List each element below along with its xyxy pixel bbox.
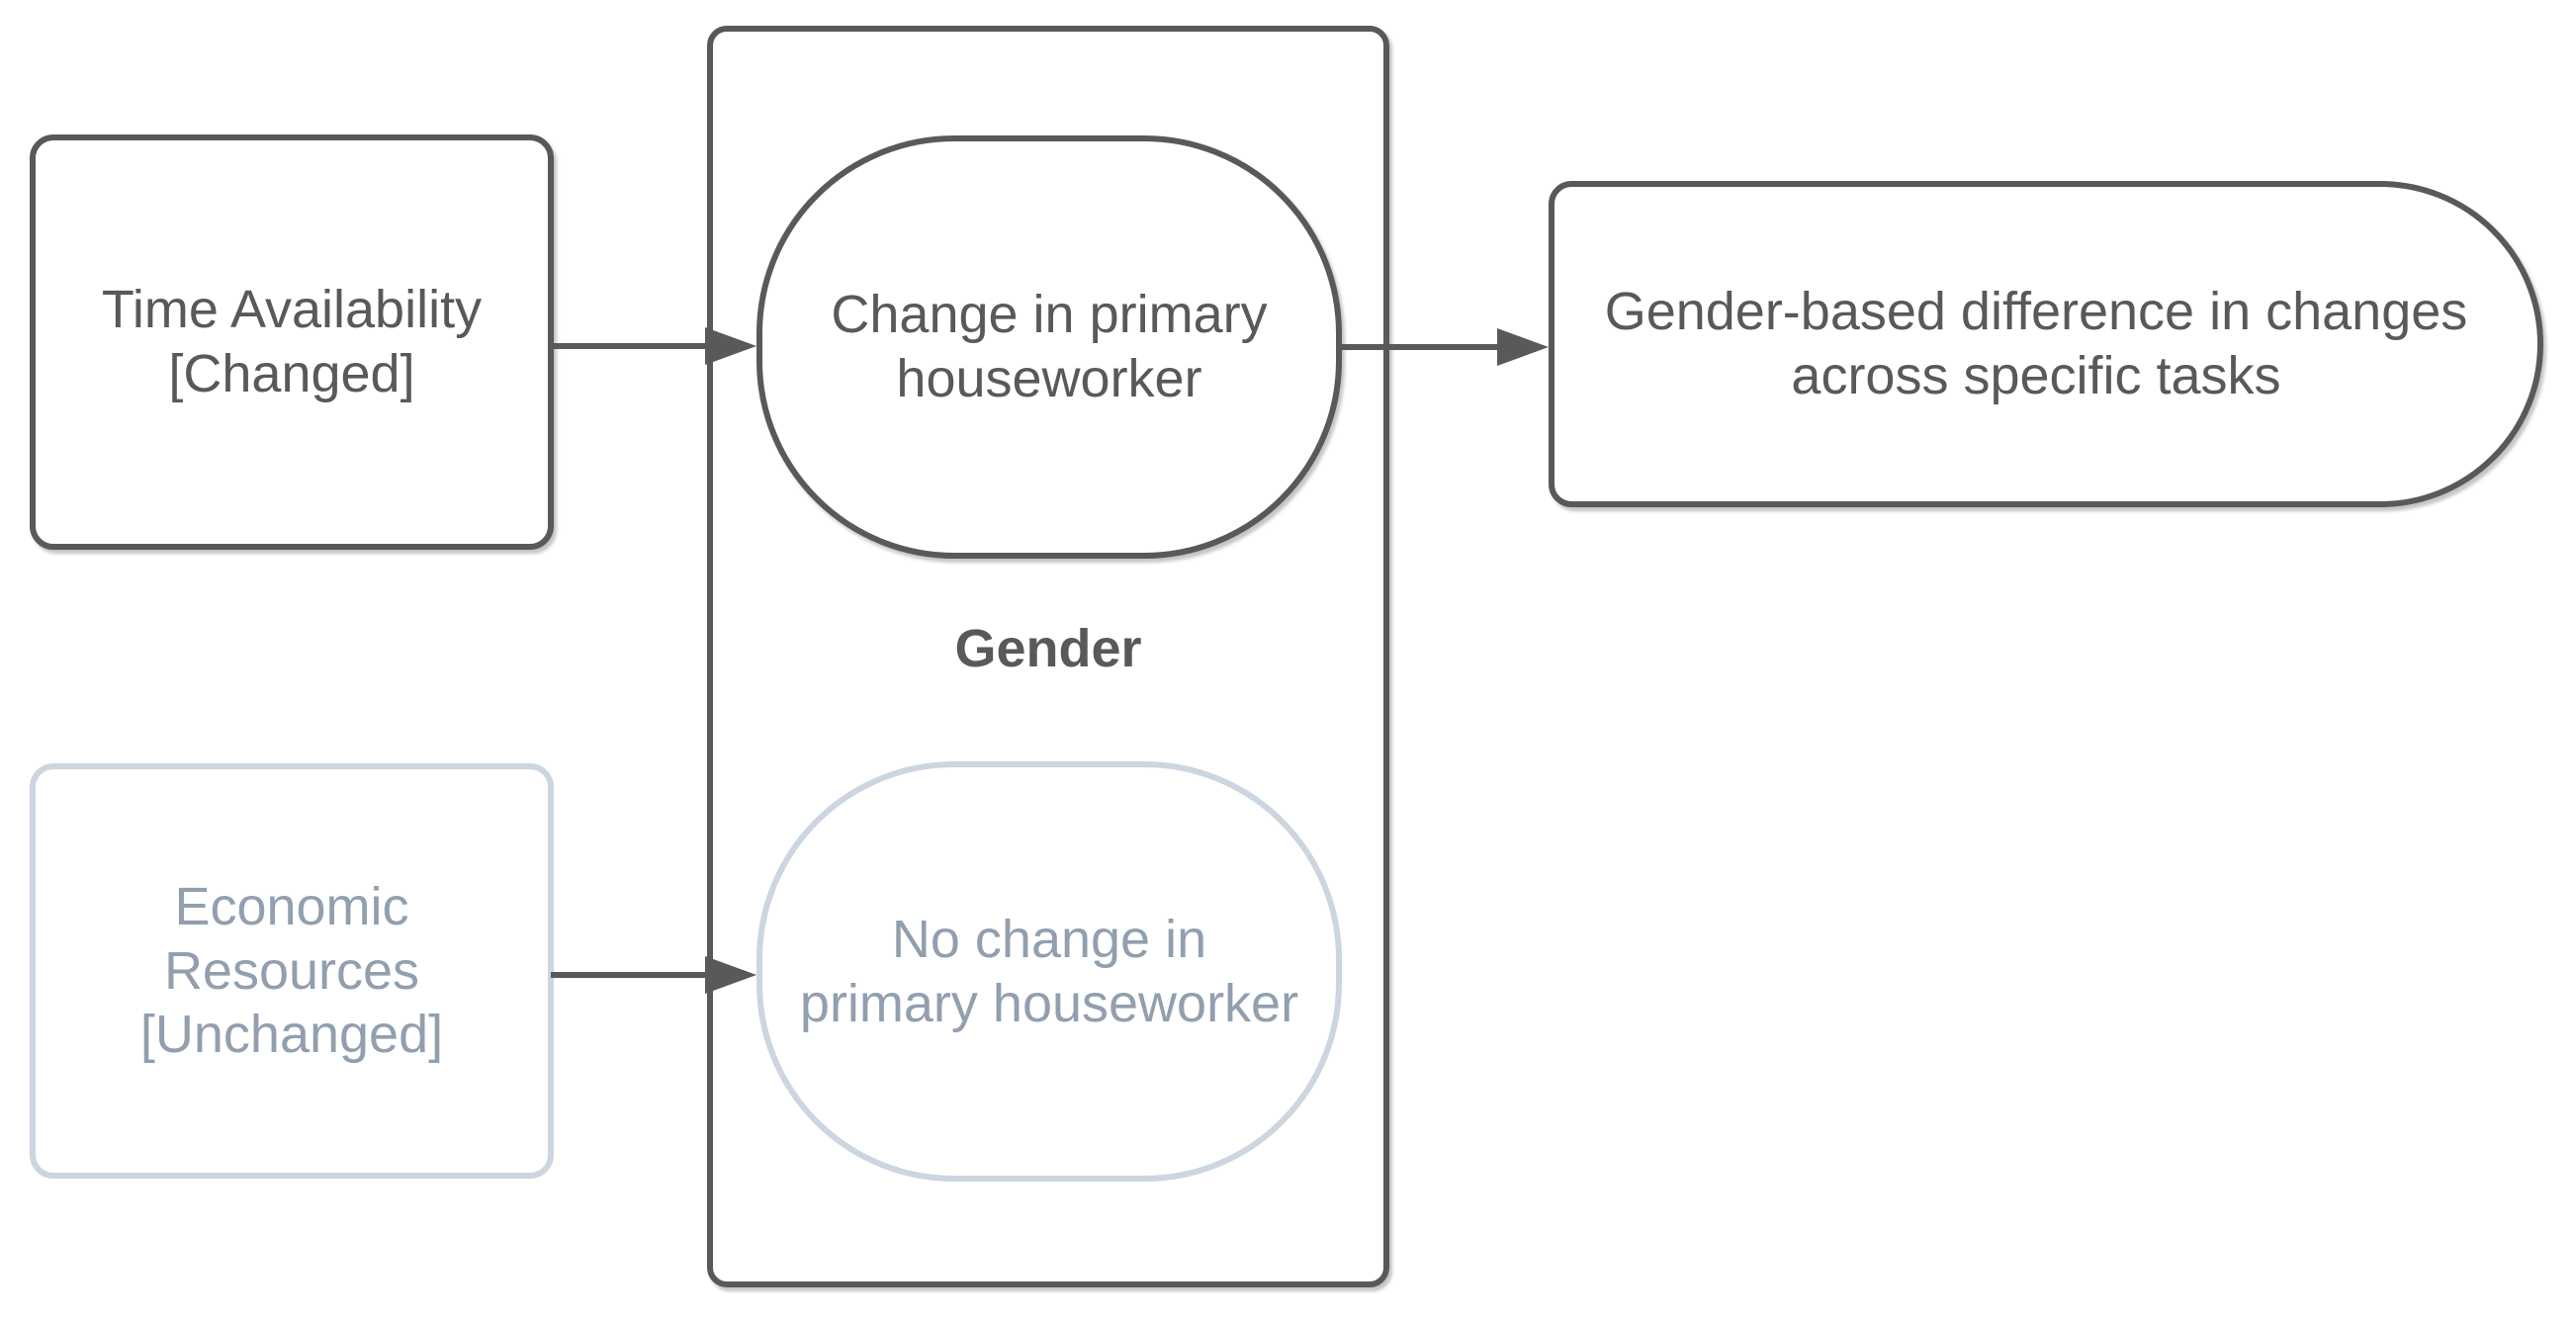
node-change-in-primary-houseworker-label: Change in primary houseworker	[831, 285, 1268, 408]
node-gender-based-difference: Gender-based difference in changes acros…	[1549, 181, 2543, 507]
arrow-econ-to-nochange-line	[551, 972, 709, 978]
gender-group-container	[707, 26, 1389, 1287]
gender-group-caption-label: Gender	[954, 618, 1142, 678]
node-economic-resources: Economic Resources [Unchanged]	[30, 763, 554, 1179]
arrow-time-to-change-line	[551, 343, 709, 349]
arrow-change-to-outcome-head-icon	[1497, 328, 1549, 366]
node-no-change-in-primary-houseworker-label: No change in primary houseworker	[799, 909, 1299, 1033]
node-change-in-primary-houseworker: Change in primary houseworker	[756, 135, 1342, 559]
arrow-change-to-outcome-line	[1342, 344, 1502, 350]
node-no-change-in-primary-houseworker: No change in primary houseworker	[756, 761, 1342, 1182]
gender-group-caption: Gender	[707, 613, 1389, 684]
arrow-econ-to-nochange-head-icon	[705, 956, 756, 994]
node-gender-based-difference-label: Gender-based difference in changes acros…	[1604, 282, 2468, 405]
node-time-availability: Time Availability [Changed]	[30, 134, 554, 550]
node-economic-resources-label: Economic Resources [Unchanged]	[139, 876, 444, 1065]
node-time-availability-label: Time Availability [Changed]	[101, 280, 483, 403]
arrow-time-to-change-head-icon	[705, 327, 756, 365]
